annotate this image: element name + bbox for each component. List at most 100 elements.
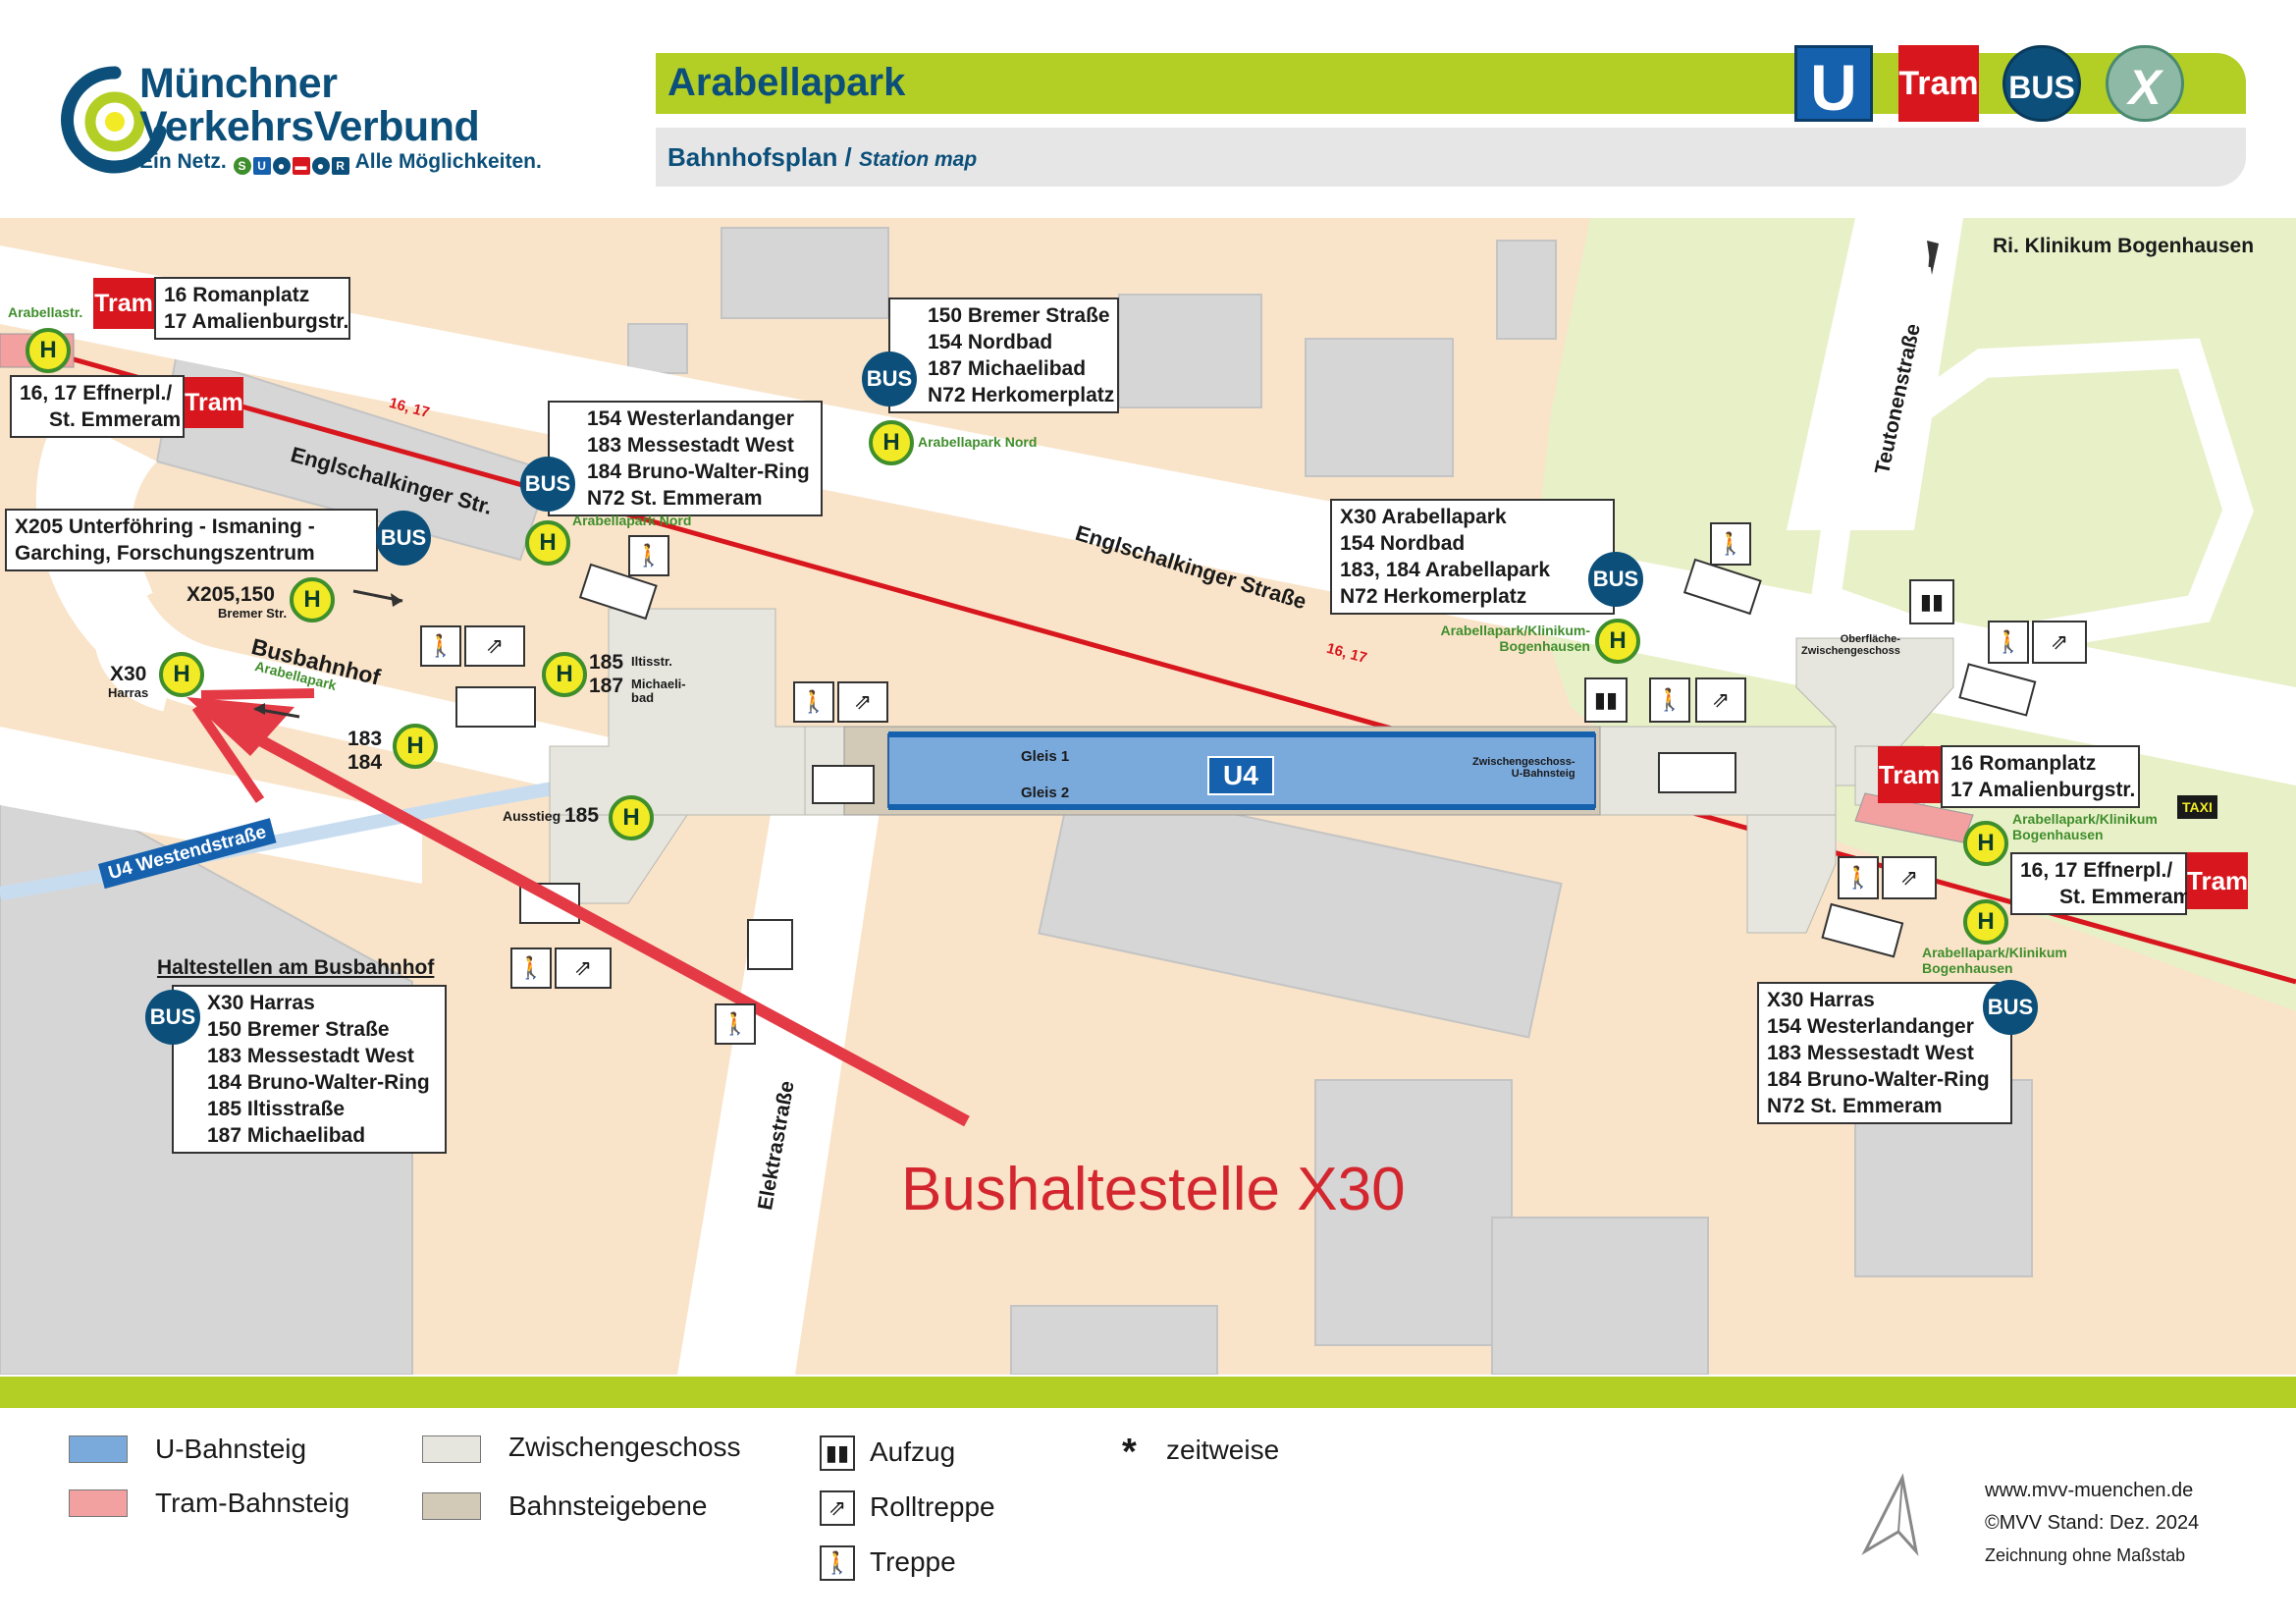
- destination-line: 184 Bruno-Walter-Ring: [587, 460, 810, 483]
- stairs-icon: 🚶: [510, 947, 552, 989]
- elevator-icon: ▮▮: [1584, 677, 1628, 723]
- destination-line: N72 Herkomerplatz: [928, 384, 1115, 406]
- stop-h-icon: H: [290, 577, 335, 623]
- bus-badge-se: BUS: [1983, 980, 2038, 1035]
- destination-line: 184 Bruno-Walter-Ring: [207, 1071, 430, 1094]
- bus-badge-busbahnhof: BUS: [145, 990, 200, 1045]
- destination-line: 185 Iltisstraße: [207, 1098, 346, 1120]
- stop-label-x30: X30: [110, 663, 147, 685]
- destination-line: 183, 184 Arabellapark: [1340, 559, 1551, 581]
- stairs-icon: 🚶: [1649, 677, 1690, 723]
- annotation-bushaltestelle-x30: Bushaltestelle X30: [901, 1156, 1406, 1223]
- stop-h-icon: H: [542, 652, 587, 697]
- legend-u-bahnsteig: U-Bahnsteig: [155, 1434, 307, 1464]
- legend-zeitweise: zeitweise: [1166, 1435, 1280, 1465]
- legend-bahnsteigebene: Bahnsteigebene: [508, 1490, 708, 1521]
- bus-mini-icon: ●: [272, 157, 291, 175]
- building: [1038, 778, 1563, 1039]
- destination-line: X30 Arabellapark: [1340, 506, 1507, 528]
- station-title: Arabellapark: [667, 61, 906, 104]
- stop-label-klinikum-1: Arabellapark/Klinikum-Bogenhausen: [1440, 623, 1591, 654]
- stop-h-icon: H: [869, 420, 914, 465]
- stop-h-icon: H: [1963, 899, 2008, 945]
- tram-badge-nw-1: Tram: [93, 278, 154, 329]
- stop-label-arabellastr: Arabellastr.: [8, 304, 83, 320]
- building: [1496, 240, 1557, 340]
- stop-label-michaelibad: Michaeli-bad: [631, 677, 686, 705]
- footer-url: www.mvv-muenchen.de: [1985, 1480, 2194, 1501]
- destination-line: N72 Herkomerplatz: [1340, 585, 1527, 608]
- s-bahn-mini-icon: S: [233, 157, 251, 175]
- destination-line: 17 Amalienburgstr.: [164, 310, 349, 333]
- bus-badge-top-mid: BUS: [862, 352, 917, 406]
- legend-aufzug: Aufzug: [870, 1436, 956, 1467]
- building: [1314, 1079, 1513, 1346]
- logo-title-line2: VerkehrsVerbund: [139, 103, 480, 150]
- mezzanine: [1795, 637, 1954, 786]
- stop-label-ausstieg: Ausstieg: [503, 808, 561, 824]
- building: [1491, 1217, 1709, 1375]
- stair-grill: [812, 765, 875, 804]
- bus-destinations-mid-left: 154 Westerlandanger 183 Messestadt West …: [548, 401, 823, 516]
- stop-label-183: 183: [347, 728, 383, 750]
- destination-line: 154 Nordbad: [928, 331, 1053, 353]
- stop-label-187: 187: [589, 675, 624, 697]
- stop-label-iltisstr: Iltisstr.: [631, 654, 672, 669]
- north-arrow: [1927, 241, 1939, 275]
- destination-line: 154 Westerlandanger: [587, 407, 794, 430]
- escalator-icon: ⇗: [1882, 856, 1937, 899]
- legend-tram-swatch: [69, 1489, 128, 1517]
- destination-line: X30 Harras: [1767, 989, 1875, 1011]
- stop-label-bremer: Bremer Str.: [218, 606, 288, 621]
- building: [1010, 1305, 1218, 1375]
- tram-mini-icon: ▬: [292, 157, 310, 175]
- stop-h-icon: H: [525, 520, 570, 566]
- stair-grill: [1682, 558, 1762, 616]
- stair-grill: [1658, 752, 1736, 793]
- bus2-mini-icon: ●: [311, 157, 330, 175]
- escalator-icon: ⇗: [555, 947, 612, 989]
- stop-label-arabellapark-nord-2: Arabellapark Nord: [572, 513, 692, 528]
- legend-zwischengeschoss: Zwischengeschoss: [508, 1432, 741, 1462]
- bus-destinations-top-mid: 150 Bremer Straße 154 Nordbad 187 Michae…: [888, 298, 1119, 413]
- compass-north-icon: [1861, 1473, 1919, 1556]
- building: [721, 227, 889, 319]
- destination-line: 16 Romanplatz: [1950, 752, 2097, 775]
- stairs-icon: 🚶: [1838, 856, 1879, 899]
- stairs-icon: 🚶: [1988, 621, 2029, 664]
- direction-klinikum: Ri. Klinikum Bogenhausen: [1993, 235, 2255, 257]
- tram-destinations-nw-1: 16 Romanplatz 17 Amalienburgstr.: [154, 277, 350, 340]
- header-subtitle-bar: [656, 128, 2246, 187]
- destination-line: X205 Unterföhring - Ismaning -: [15, 515, 315, 538]
- tram-destinations-east-1: 16 Romanplatz 17 Amalienburgstr.: [1941, 745, 2140, 808]
- stop-h-icon: H: [159, 652, 204, 697]
- bus-destinations-x205: X205 Unterföhring - Ismaning - Garching,…: [5, 509, 378, 571]
- destination-line: 183 Messestadt West: [1767, 1042, 1974, 1064]
- stair-grill: [747, 919, 793, 970]
- footer-stand: ©MVV Stand: Dez. 2024: [1985, 1512, 2200, 1534]
- bus-badge-right-mid: BUS: [1588, 552, 1643, 607]
- destination-line: 183 Messestadt West: [587, 434, 794, 457]
- destination-line: 16, 17 Effnerpl./: [2020, 859, 2173, 882]
- plan-label-de: Bahnhofsplan /: [667, 142, 852, 172]
- legend-zwischengeschoss-swatch: [422, 1435, 481, 1463]
- destination-line: Garching, Forschungszentrum: [15, 542, 315, 565]
- bus-badge-mid-left: BUS: [520, 457, 575, 512]
- legend-tram-bahnsteig: Tram-Bahnsteig: [155, 1488, 350, 1518]
- building: [1305, 338, 1454, 477]
- bus-badge-x205: BUS: [376, 511, 431, 566]
- englschalkinger-street: [0, 245, 2296, 785]
- stair-grill: [455, 686, 536, 728]
- stairs-icon: 🚶: [820, 1545, 855, 1581]
- u-bahn-mode-icon: U: [1794, 45, 1873, 124]
- stop-h-icon: H: [1963, 821, 2008, 866]
- taxi-icon: TAXI: [2177, 795, 2217, 819]
- building: [1118, 294, 1262, 408]
- destination-line: St. Emmeram: [2059, 886, 2192, 908]
- annotation-arrow: [223, 716, 970, 1127]
- stairs-icon: 🚶: [420, 625, 461, 667]
- stairs-icon: 🚶: [628, 535, 669, 576]
- plan-label-en: Station map: [859, 148, 978, 171]
- stair-grill: [1958, 663, 2037, 717]
- elevator-icon: ▮▮: [820, 1435, 855, 1471]
